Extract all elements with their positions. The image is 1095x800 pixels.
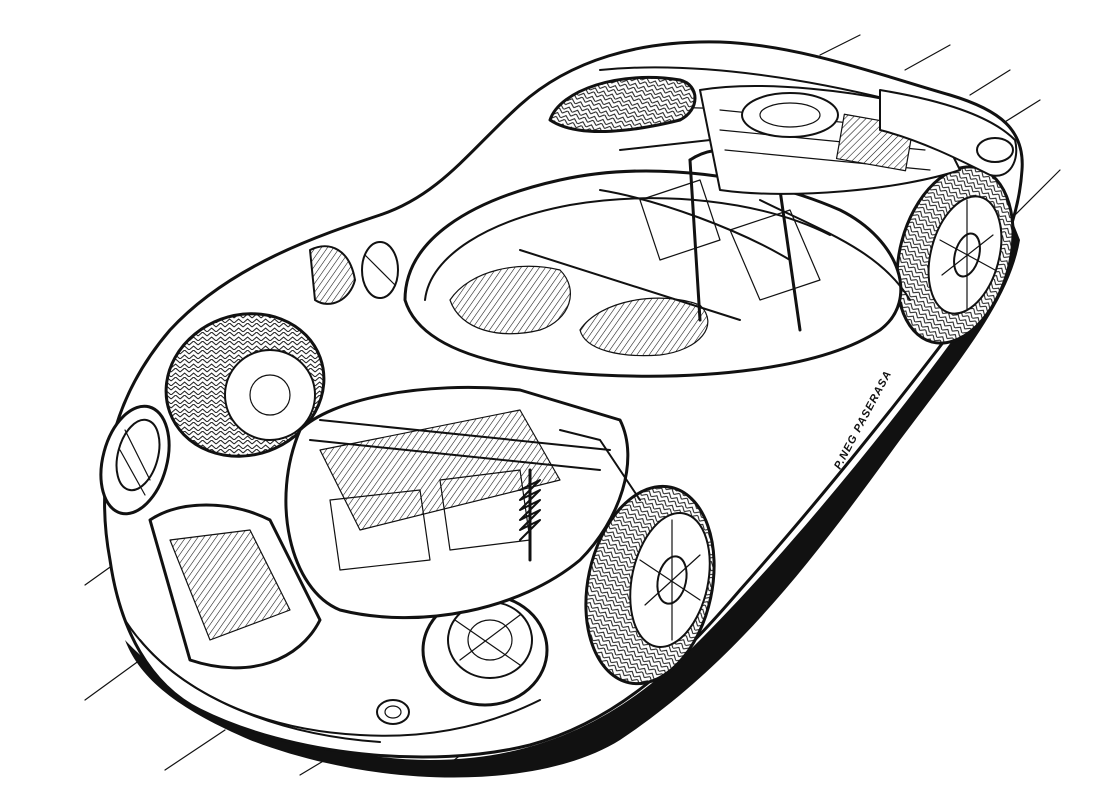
front-right-headlight	[421, 593, 549, 707]
front-left-headlight	[99, 404, 171, 516]
rear-left-wheel	[548, 75, 697, 134]
mirror-pod	[361, 241, 399, 299]
front-suspension-spring	[519, 429, 641, 562]
fuel-filler-cap	[376, 699, 410, 725]
cockpit-windscreen	[403, 169, 903, 378]
rear-right-wheel	[895, 165, 1015, 345]
front-chassis-bay	[284, 385, 630, 620]
nose-intake	[148, 503, 322, 670]
rear-deck-spoiler	[879, 89, 1018, 177]
ground-shadow	[125, 215, 1020, 778]
side-air-duct	[309, 245, 356, 305]
front-right-wheel	[584, 484, 716, 686]
front-left-wheel	[164, 312, 326, 458]
